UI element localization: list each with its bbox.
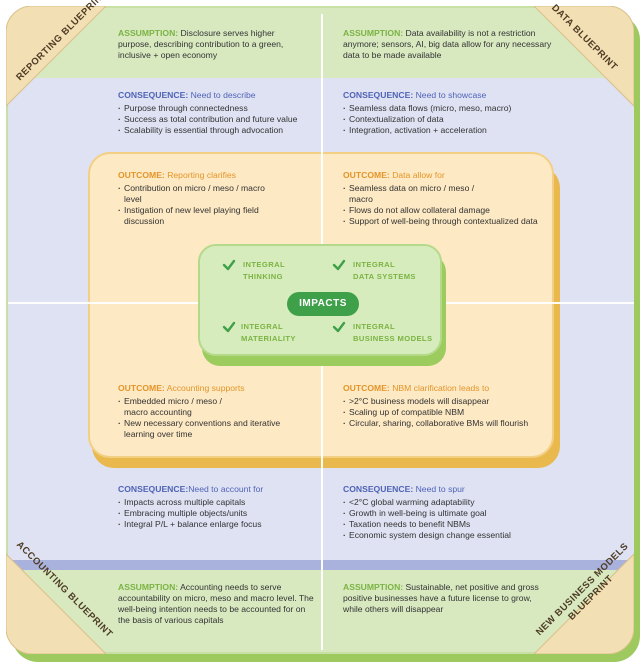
list-item: Seamless data flows (micro, meso, macro) xyxy=(343,103,553,114)
consequence-heading: CONSEQUENCE: xyxy=(118,484,189,494)
outcome-heading: OUTCOME: xyxy=(118,383,165,393)
corner-tab-top-left xyxy=(6,6,107,107)
outcome-heading: OUTCOME: xyxy=(343,170,390,180)
consequence-heading: CONSEQUENCE: xyxy=(118,90,189,100)
outcome-list: >2°C business models will disappear Scal… xyxy=(343,396,553,429)
outcome-heading: OUTCOME: xyxy=(118,170,165,180)
outcome-top-right: OUTCOME: Data allow for Seamless data on… xyxy=(343,170,553,227)
list-item: >2°C business models will disappear xyxy=(343,396,553,407)
checkmark-icon xyxy=(332,321,346,333)
list-item: Scaling up of compatible NBM xyxy=(343,407,553,418)
checkmark-icon xyxy=(222,321,236,333)
integral-business-models: INTEGRAL BUSINESS MODELS xyxy=(353,322,433,343)
list-item: Growth in well-being is ultimate goal xyxy=(343,508,553,519)
consequence-title: Need to showcase xyxy=(415,90,487,100)
consequence-list: Seamless data flows (micro, meso, macro)… xyxy=(343,103,553,136)
consequence-list: Purpose through connectedness Success as… xyxy=(118,103,318,136)
assumption-top-right: ASSUMPTION: Data availability is not a r… xyxy=(343,28,553,61)
outcome-bottom-right: OUTCOME: NBM clarification leads to >2°C… xyxy=(343,383,553,429)
list-item: Contribution on micro / meso / macro lev… xyxy=(118,183,266,205)
assumption-text: Disclosure serves higher purpose, descri… xyxy=(118,28,284,60)
consequence-title: Need to describe xyxy=(190,90,256,100)
consequence-top-left: CONSEQUENCE: Need to describe Purpose th… xyxy=(118,90,318,136)
list-item: Seamless data on micro / meso / macro xyxy=(343,183,489,205)
list-item: Scalability is essential through advocat… xyxy=(118,125,318,136)
list-item: Contextualization of data xyxy=(343,114,553,125)
outcome-list: Embedded micro / meso / macro accounting… xyxy=(118,396,298,440)
outcome-list: Contribution on micro / meso / macro lev… xyxy=(118,183,266,227)
outcome-title: Reporting clarifies xyxy=(167,170,236,180)
consequence-title: Need to account for xyxy=(188,484,264,494)
list-item: Instigation of new level playing field d… xyxy=(118,205,266,227)
assumption-bottom-left: ASSUMPTION: Accounting needs to serve ac… xyxy=(118,582,318,626)
list-item: Economic system design change essential xyxy=(343,530,553,541)
list-item: Embracing multiple objects/units xyxy=(118,508,318,519)
outcome-heading: OUTCOME: xyxy=(343,383,390,393)
list-item: Taxation needs to benefit NBMs xyxy=(343,519,553,530)
integral-thinking: INTEGRAL THINKING xyxy=(243,260,286,281)
list-item: Success as total contribution and future… xyxy=(118,114,318,125)
list-item: Flows do not allow collateral damage xyxy=(343,205,553,216)
outcome-list: Seamless data on micro / meso / macro Fl… xyxy=(343,183,553,227)
list-item: Circular, sharing, collaborative BMs wil… xyxy=(343,418,553,429)
list-item: Support of well-being through contextual… xyxy=(343,216,553,227)
consequence-title: Need to spur xyxy=(415,484,465,494)
consequence-top-right: CONSEQUENCE: Need to showcase Seamless d… xyxy=(343,90,553,136)
consequence-heading: CONSEQUENCE: xyxy=(343,90,414,100)
outcome-title: NBM clarification leads to xyxy=(392,383,490,393)
consequence-heading: CONSEQUENCE: xyxy=(343,484,414,494)
list-item: Impacts across multiple capitals xyxy=(118,497,318,508)
list-item: Integral P/L + balance enlarge focus xyxy=(118,519,318,530)
outcome-bottom-left: OUTCOME: Accounting supports Embedded mi… xyxy=(118,383,298,440)
integral-materiality: INTEGRAL MATERIALITY xyxy=(241,322,296,343)
list-item: New necessary conventions and iterative … xyxy=(118,418,298,440)
list-item: <2°C global warming adaptability xyxy=(343,497,553,508)
outcome-title: Accounting supports xyxy=(166,383,245,393)
impacts-badge: IMPACTS xyxy=(287,292,359,316)
assumption-bottom-right: ASSUMPTION: Sustainable, net positive an… xyxy=(343,582,551,615)
outcome-top-left: OUTCOME: Reporting clarifies Contributio… xyxy=(118,170,266,227)
consequence-list: <2°C global warming adaptability Growth … xyxy=(343,497,553,541)
list-item: Purpose through connectedness xyxy=(118,103,318,114)
checkmark-icon xyxy=(332,259,346,271)
consequence-bottom-left: CONSEQUENCE:Need to account for Impacts … xyxy=(118,484,318,530)
assumption-heading: ASSUMPTION: xyxy=(118,28,179,38)
assumption-text: Data availability is not a restriction a… xyxy=(343,28,552,60)
consequence-list: Impacts across multiple capitals Embraci… xyxy=(118,497,318,530)
integral-data-systems: INTEGRAL DATA SYSTEMS xyxy=(353,260,416,281)
assumption-text: Accounting needs to serve accountability… xyxy=(118,582,314,625)
checkmark-icon xyxy=(222,259,236,271)
assumption-heading: ASSUMPTION: xyxy=(118,582,179,592)
outcome-title: Data allow for xyxy=(392,170,445,180)
list-item: Integration, activation + acceleration xyxy=(343,125,553,136)
consequence-bottom-right: CONSEQUENCE: Need to spur <2°C global wa… xyxy=(343,484,553,541)
assumption-heading: ASSUMPTION: xyxy=(343,582,404,592)
assumption-top-left: ASSUMPTION: Disclosure serves higher pur… xyxy=(118,28,308,61)
list-item: Embedded micro / meso / macro accounting xyxy=(118,396,234,418)
assumption-text: Sustainable, net positive and gross posi… xyxy=(343,582,539,614)
assumption-heading: ASSUMPTION: xyxy=(343,28,404,38)
